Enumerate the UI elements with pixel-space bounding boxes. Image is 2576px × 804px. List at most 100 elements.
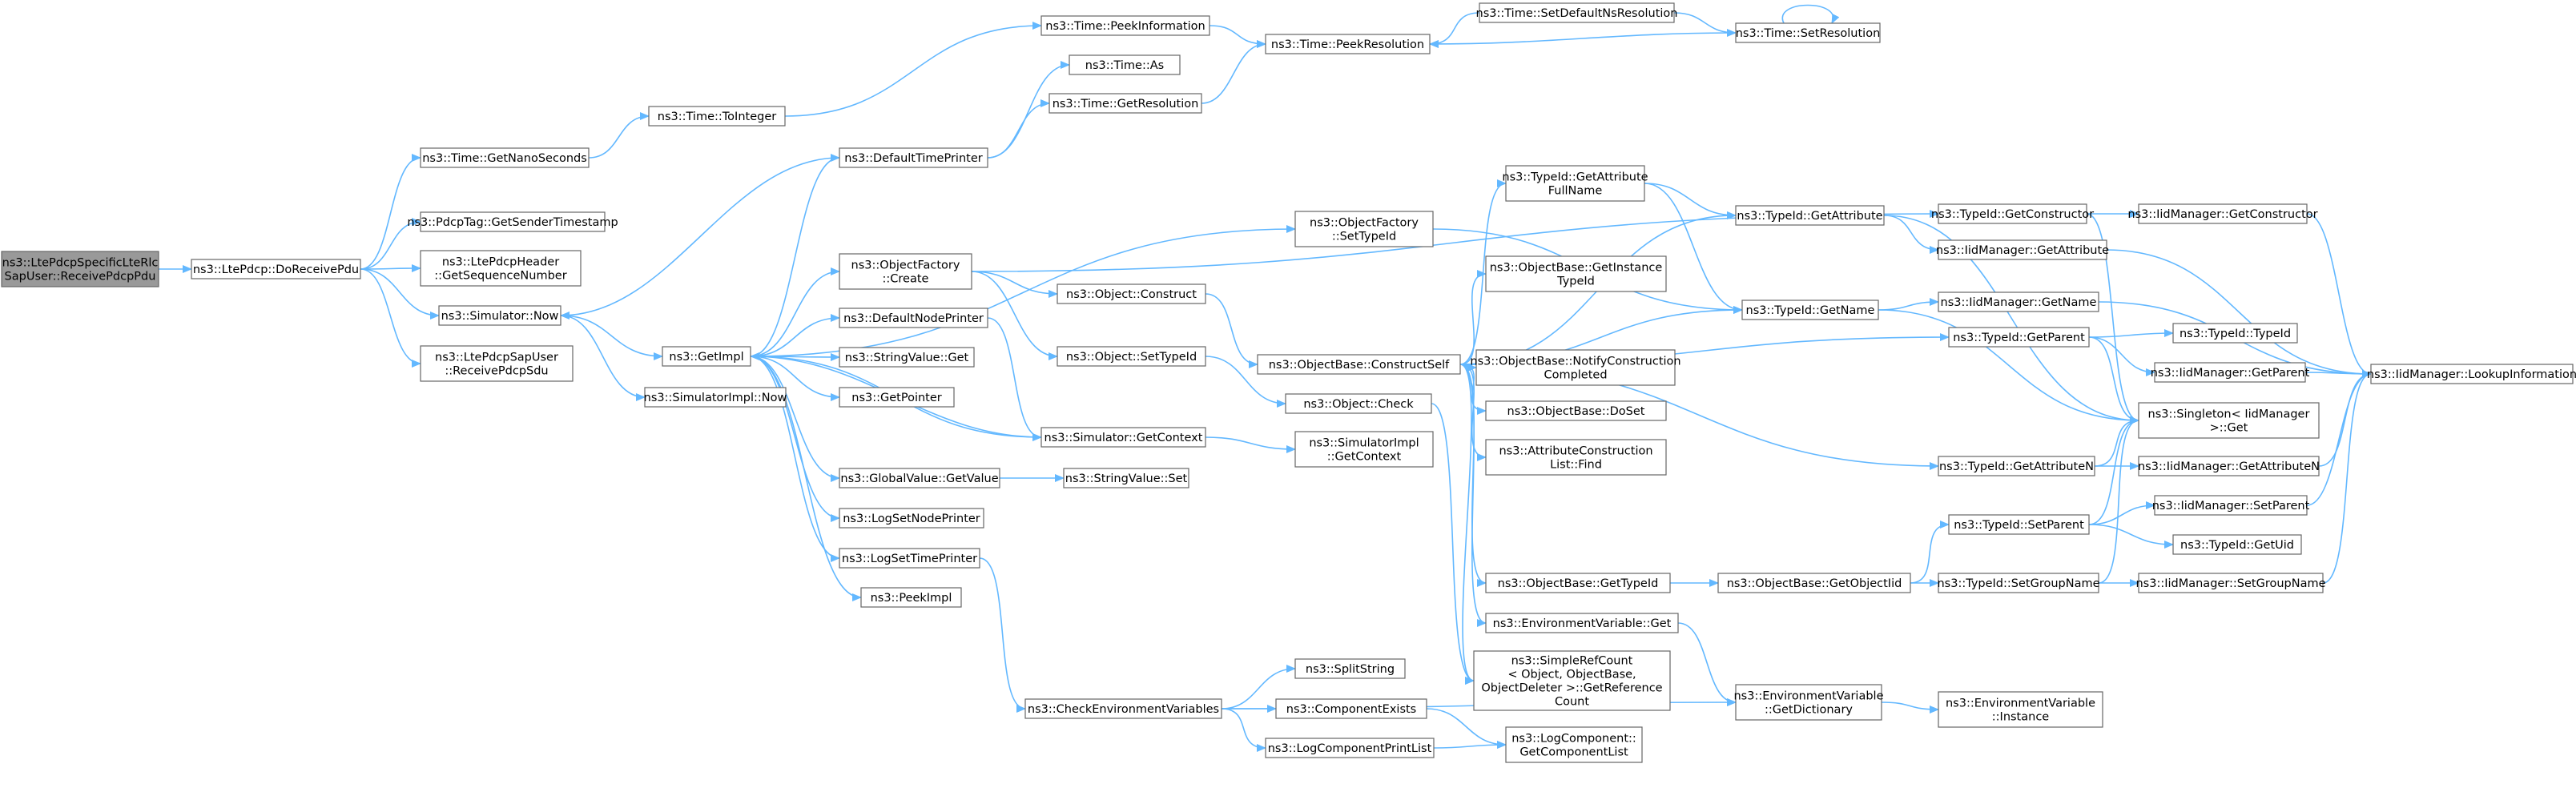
node-label: ns3::ObjectFactory (851, 259, 960, 272)
node-label: Completed (1544, 369, 1607, 382)
edge-type-id-get-parent-to-type-id-type-id (2088, 329, 2174, 338)
node-label: ns3::Time::GetResolution (1053, 98, 1199, 111)
node-layer: ns3::LtePdcpSpecificLteRlcSapUser::Recei… (1, 2, 2576, 763)
node-sim-get-context[interactable]: ns3::Simulator::GetContext (1040, 427, 1206, 448)
node-get-component-list[interactable]: ns3::LogComponent::GetComponentList (1505, 726, 1643, 763)
node-box (1294, 211, 1434, 247)
node-env-var-get[interactable]: ns3::EnvironmentVariable::Get (1485, 613, 1679, 633)
edge-sim-get-context-to-sim-impl-get-context (1205, 436, 1296, 453)
node-lookup-information[interactable]: ns3::IidManager::LookupInformation (2367, 364, 2576, 384)
node-time-as[interactable]: ns3::Time::As (1069, 54, 1181, 75)
edge-type-id-get-attribute-to-iid-get-attribute (1883, 215, 1939, 254)
edge-object-factory-create-to-object-set-type-id (971, 271, 1058, 360)
node-component-exists[interactable]: ns3::ComponentExists (1275, 698, 1427, 719)
node-label: ns3::IidManager::GetAttribute (1936, 244, 2109, 257)
node-sim-impl-now[interactable]: ns3::SimulatorImpl::Now (644, 387, 787, 408)
node-iid-get-name[interactable]: ns3::IidManager::GetName (1938, 291, 2099, 312)
node-label: ns3::Time::SetResolution (1736, 27, 1881, 40)
node-type-id-set-parent[interactable]: ns3::TypeId::SetParent (1948, 514, 2090, 535)
node-label: TypeId (1556, 275, 1595, 288)
node-sim-now[interactable]: ns3::Simulator::Now (438, 305, 561, 326)
node-iid-set-parent[interactable]: ns3::IidManager::SetParent (2152, 495, 2310, 516)
node-root[interactable]: ns3::LtePdcpSpecificLteRlcSapUser::Recei… (1, 251, 159, 287)
node-to-integer[interactable]: ns3::Time::ToInteger (648, 106, 786, 127)
node-label: ns3::PdcpTag::GetSenderTimestamp (407, 216, 618, 229)
node-env-instance[interactable]: ns3::EnvironmentVariable::Instance (1938, 691, 2103, 728)
node-iid-get-parent[interactable]: ns3::IidManager::GetParent (2151, 362, 2310, 383)
node-get-impl[interactable]: ns3::GetImpl (662, 346, 751, 367)
node-type-id-get-attribute[interactable]: ns3::TypeId::GetAttribute (1735, 205, 1885, 226)
edge-type-id-set-parent-to-singleton-get (2088, 416, 2139, 525)
node-box (1938, 456, 2095, 476)
node-label: ns3::TypeId::TypeId (2180, 328, 2291, 340)
node-peek-information[interactable]: ns3::Time::PeekInformation (1040, 15, 1210, 36)
node-log-component-print-list[interactable]: ns3::LogComponentPrintList (1265, 738, 1435, 758)
node-object-factory-set-type-id[interactable]: ns3::ObjectFactory::SetTypeId (1294, 211, 1434, 247)
node-object-set-type-id[interactable]: ns3::Object::SetTypeId (1057, 346, 1206, 367)
node-type-id-get-uid[interactable]: ns3::TypeId::GetUid (2172, 534, 2302, 555)
node-label: ns3::ObjectBase::DoSet (1507, 405, 1645, 418)
node-string-value-set[interactable]: ns3::StringValue::Set (1063, 468, 1189, 488)
edge-iid-set-group-name-to-lookup-information (2322, 370, 2372, 584)
node-split-string[interactable]: ns3::SplitString (1294, 658, 1406, 679)
node-construct-self[interactable]: ns3::ObjectBase::ConstructSelf (1257, 354, 1461, 375)
node-iid-get-attribute-n[interactable]: ns3::IidManager::GetAttributeN (2138, 456, 2320, 476)
edge-env-get-dictionary-to-env-instance (1881, 701, 1939, 714)
node-label: ns3::Time::PeekInformation (1045, 20, 1205, 33)
node-simple-ref-count[interactable]: ns3::SimpleRefCount< Object, ObjectBase,… (1473, 650, 1671, 711)
edge-get-impl-to-log-set-time-printer (750, 356, 840, 562)
node-box (1938, 203, 2087, 224)
node-get-resolution[interactable]: ns3::Time::GetResolution (1049, 93, 1202, 114)
node-notify-construction-completed[interactable]: ns3::ObjectBase::NotifyConstructionCompl… (1470, 349, 1681, 386)
node-log-set-node-printer[interactable]: ns3::LogSetNodePrinter (839, 508, 984, 529)
node-default-node-printer[interactable]: ns3::DefaultNodePrinter (839, 308, 988, 328)
node-get-sender-timestamp[interactable]: ns3::PdcpTag::GetSenderTimestamp (407, 211, 618, 232)
node-type-id-set-group-name[interactable]: ns3::TypeId::SetGroupName (1937, 573, 2100, 593)
node-label: ns3::DefaultTimePrinter (844, 152, 982, 165)
node-label: < Object, ObjectBase, (1507, 669, 1636, 681)
node-do-receive-pdu[interactable]: ns3::LtePdcp::DoReceivePdu (191, 259, 361, 279)
edge-type-id-set-group-name-to-singleton-get (2098, 416, 2139, 584)
node-label: ns3::LogComponentPrintList (1268, 742, 1432, 755)
node-box (2154, 495, 2308, 516)
node-peek-resolution[interactable]: ns3::Time::PeekResolution (1265, 34, 1431, 54)
edge-construct-self-to-get-instance-type-id (1459, 270, 1487, 365)
node-iid-get-attribute[interactable]: ns3::IidManager::GetAttribute (1936, 239, 2109, 260)
node-get-object-iid[interactable]: ns3::ObjectBase::GetObjectIid (1717, 573, 1911, 593)
node-sim-impl-get-context[interactable]: ns3::SimulatorImpl::GetContext (1294, 431, 1434, 468)
node-iid-get-constructor[interactable]: ns3::IidManager::GetConstructor (2127, 203, 2318, 224)
node-object-base-get-type-id[interactable]: ns3::ObjectBase::GetTypeId (1485, 573, 1671, 593)
edge-get-impl-to-global-value-get-value (750, 356, 840, 482)
node-get-pointer[interactable]: ns3::GetPointer (839, 387, 955, 408)
node-set-default-ns-resolution[interactable]: ns3::Time::SetDefaultNsResolution (1476, 2, 1678, 23)
edge-env-var-get-to-env-get-dictionary (1677, 622, 1737, 706)
node-object-construct[interactable]: ns3::Object::Construct (1057, 283, 1206, 304)
node-type-id-type-id[interactable]: ns3::TypeId::TypeId (2172, 323, 2298, 344)
node-sap-receive-pdcp-sdu[interactable]: ns3::LtePdcpSapUser::ReceivePdcpSdu (420, 345, 574, 382)
node-env-get-dictionary[interactable]: ns3::EnvironmentVariable::GetDictionary (1733, 684, 1884, 721)
node-get-nano-seconds[interactable]: ns3::Time::GetNanoSeconds (420, 147, 590, 168)
node-type-id-get-constructor[interactable]: ns3::TypeId::GetConstructor (1931, 203, 2094, 224)
node-set-resolution[interactable]: ns3::Time::SetResolution (1735, 22, 1881, 43)
node-singleton-get[interactable]: ns3::Singleton< IidManager>::Get (2138, 402, 2320, 439)
node-label: ns3::IidManager::GetParent (2151, 367, 2310, 380)
node-do-set[interactable]: ns3::ObjectBase::DoSet (1485, 400, 1667, 421)
node-label: ns3::Object::Check (1303, 398, 1414, 411)
node-object-factory-create[interactable]: ns3::ObjectFactory::Create (839, 253, 972, 290)
node-global-value-get-value[interactable]: ns3::GlobalValue::GetValue (839, 468, 1000, 488)
node-type-id-get-parent[interactable]: ns3::TypeId::GetParent (1948, 327, 2090, 348)
node-get-sequence-number[interactable]: ns3::LtePdcpHeader::GetSequenceNumber (420, 250, 582, 287)
node-check-env[interactable]: ns3::CheckEnvironmentVariables (1024, 698, 1222, 719)
node-type-id-get-attribute-n[interactable]: ns3::TypeId::GetAttributeN (1938, 456, 2095, 476)
node-string-value-get[interactable]: ns3::StringValue::Get (839, 347, 975, 368)
node-log-set-time-printer[interactable]: ns3::LogSetTimePrinter (839, 548, 980, 569)
node-iid-set-group-name[interactable]: ns3::IidManager::SetGroupName (2135, 573, 2326, 593)
node-type-id-get-name[interactable]: ns3::TypeId::GetName (1741, 299, 1879, 320)
node-default-time-printer[interactable]: ns3::DefaultTimePrinter (839, 147, 988, 168)
node-object-check[interactable]: ns3::Object::Check (1285, 393, 1432, 414)
node-peek-impl[interactable]: ns3::PeekImpl (860, 587, 962, 608)
